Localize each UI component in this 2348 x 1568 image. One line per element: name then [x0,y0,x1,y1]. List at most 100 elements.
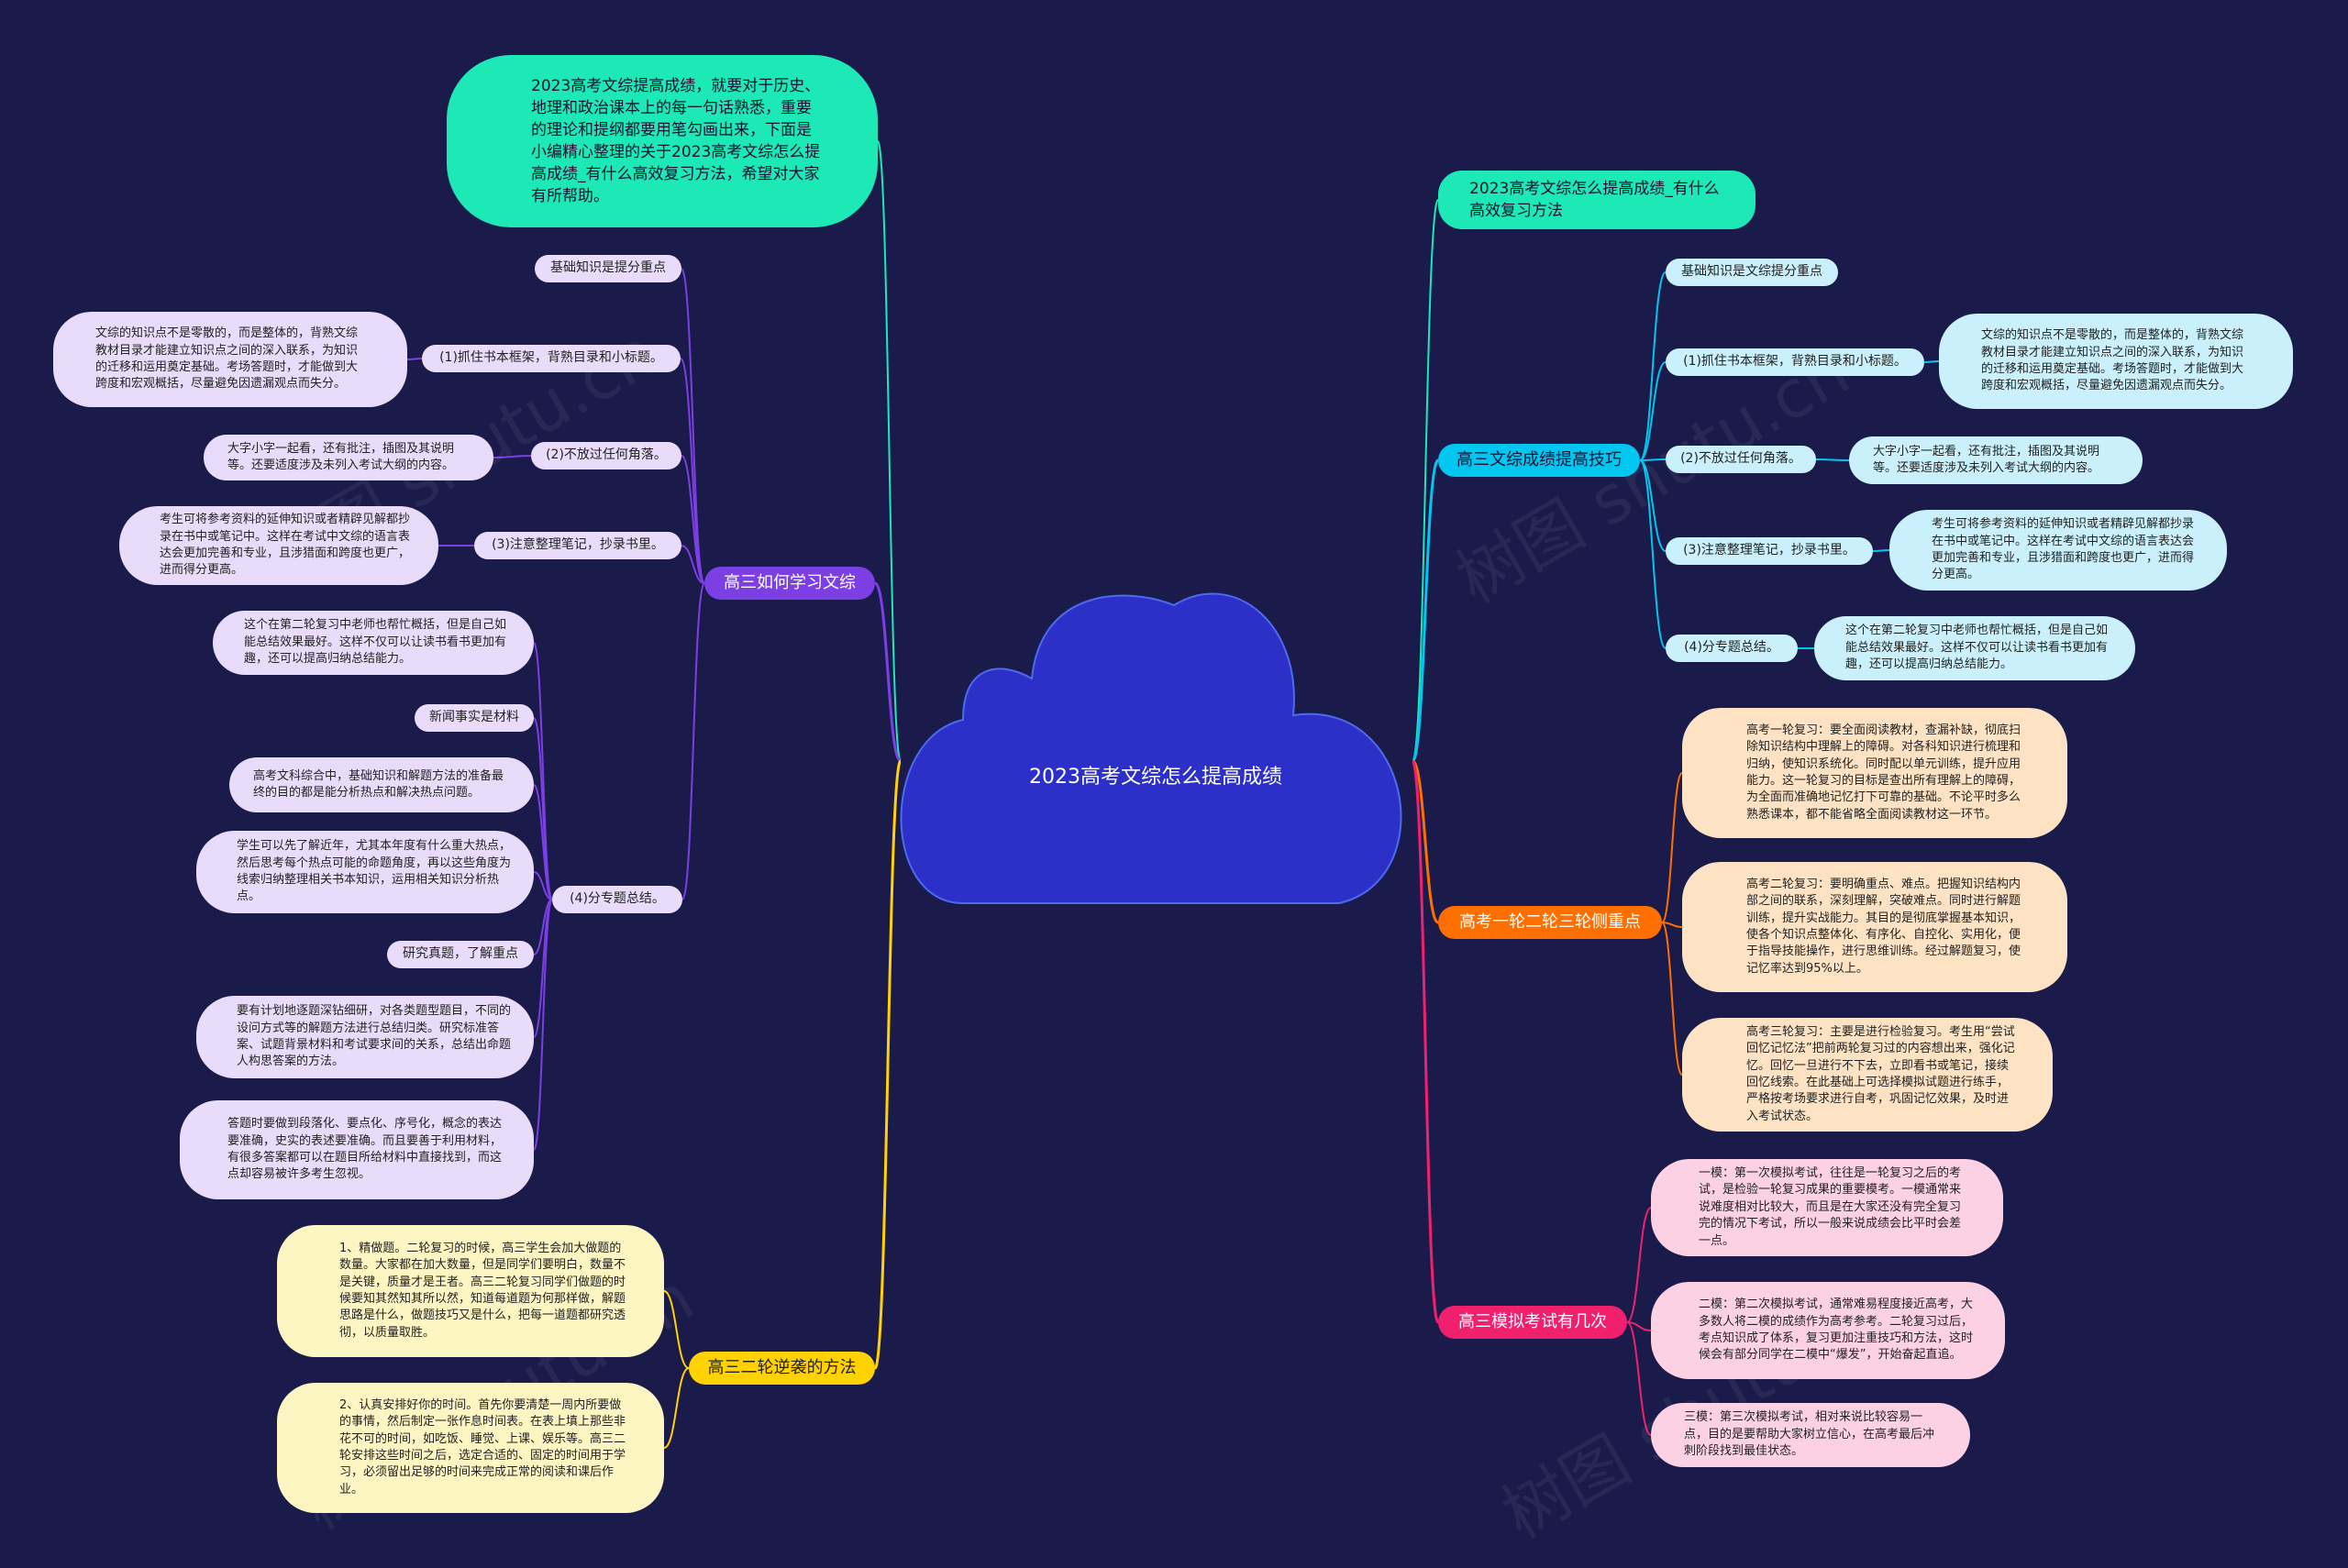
connector-line [680,358,705,584]
study-item-1[interactable]: (1)抓住书本框架，背熟目录和小标题。 [422,345,681,372]
study-detail-1[interactable]: 文综的知识点不是零散的，而是整体的，背熟文综教材目录才能建立知识点之间的深入联系… [53,312,407,407]
mock-item-2-text: 三模：第三次模拟考试，相对来说比较容易一点，目的是要帮助大家树立信心，在高考最后… [1684,1410,1935,1459]
study-item-0-label: 基础知识是提分重点 [550,260,666,276]
study-item-1-label: (1)抓住书本框架，背熟目录和小标题。 [439,350,663,366]
connector-line [873,759,903,1370]
study-item-3[interactable]: (3)注意整理笔记，抄录书里。 [474,532,681,559]
skill-item-4[interactable]: (4)分专题总结。 [1666,635,1798,662]
study-topic-2-text: 高考文科综合中，基础知识和解题方法的准备最终的目的都是能分析热点和解决热点问题。 [253,768,504,800]
skill-detail-1[interactable]: 文综的知识点不是零散的，而是整体的，背熟文综教材目录才能建立知识点之间的深入联系… [1939,314,2293,409]
branch-rounds[interactable]: 高考一轮二轮三轮侧重点 [1438,906,1662,939]
connector-line [533,871,553,900]
connector-line [1639,459,1667,552]
study-detail-1-text: 文综的知识点不是零散的，而是整体的，背熟文综教材目录才能建立知识点之间的深入联系… [95,326,359,392]
study-detail-3[interactable]: 考生可将参考资料的延伸知识或者精辟见解都抄录在书中或笔记中。这样在考试中文综的语… [119,506,438,585]
connector-line [1411,458,1440,763]
method-item-0-text: 1、精做题。二轮复习的时候，高三学生会加大做题的数量。大家都在加大数量，但是同学… [339,1241,626,1340]
study-topic-0[interactable]: 这个在第二轮复习中老师也帮忙概括，但是自己如能总结效果最好。这样不仅可以让读书看… [213,611,534,675]
rounds-item-2-text: 高考三轮复习：主要是进行检验复习。考生用“尝试回忆记忆法”把前两轮复习过的内容想… [1746,1024,2015,1123]
rounds-item-1-text: 高考二轮复习：要明确重点、难点。把握知识结构内部之间的联系，深刻理解，突破难点。… [1746,877,2021,976]
skill-item-2-label: (2)不放过任何角落。 [1680,451,1801,467]
study-detail-2[interactable]: 大字小字一起看，还有批注，插图及其说明等。还要适度涉及未列入考试大纲的内容。 [204,435,493,480]
branch-skill[interactable]: 高三文综成绩提高技巧 [1438,444,1640,477]
connector-line [1923,360,1940,363]
branch-study-label: 高三如何学习文综 [724,573,856,593]
study-item-3-label: (3)注意整理笔记，抄录书里。 [492,537,664,553]
connector-line [1626,1321,1652,1436]
mock-item-0[interactable]: 一模：第一次模拟考试，往往是一轮复习之后的考试，是检验一轮复习成果的重要模考。一… [1651,1159,2003,1256]
intro-node[interactable]: 2023高考文综提高成绩，就要对于历史、地理和政治课本上的每一句话熟悉，重要的理… [447,55,878,227]
study-topic-4[interactable]: 研究真题，了解重点 [387,941,534,968]
skill-detail-3[interactable]: 考生可将参考资料的延伸知识或者精辟见解都抄录在书中或笔记中。这样在考试中文综的语… [1889,510,2227,591]
method-item-1[interactable]: 2、认真安排好你的时间。首先你要清楚一周内所要做的事情，然后制定一张作息时间表。… [277,1383,664,1513]
intro-text: 2023高考文综提高成绩，就要对于历史、地理和政治课本上的每一句话熟悉，重要的理… [531,76,821,206]
branch-skill-label: 高三文综成绩提高技巧 [1456,450,1622,470]
center-title[interactable]: 2023高考文综怎么提高成绩 [1029,766,1282,789]
skill-detail-4-text: 这个在第二轮复习中老师也帮忙概括，但是自己如能总结效果最好。这样不仅可以让读书看… [1845,624,2109,672]
rounds-item-0-text: 高考一轮复习：要全面阅读教材，查漏补缺，彻底扫除知识结构中理解上的障碍。对各科知… [1746,723,2021,822]
connector-line [1872,549,1890,552]
study-topic-1[interactable]: 新闻事实是材料 [415,704,534,732]
skill-item-1[interactable]: (1)抓住书本框架，背熟目录和小标题。 [1666,348,1924,376]
study-item-4[interactable]: (4)分专题总结。 [552,886,682,913]
skill-item-3[interactable]: (3)注意整理笔记，抄录书里。 [1666,537,1873,565]
skill-item-2[interactable]: (2)不放过任何角落。 [1666,446,1816,473]
skill-detail-2[interactable]: 大字小字一起看，还有批注，插图及其说明等。还要适度涉及未列入考试大纲的内容。 [1849,436,2143,484]
rounds-item-1[interactable]: 高考二轮复习：要明确重点、难点。把握知识结构内部之间的联系，深刻理解，突破难点。… [1682,862,2067,992]
study-item-4-label: (4)分专题总结。 [570,891,665,907]
connector-line [681,582,705,900]
connector-line [681,545,705,584]
connector-line [1815,458,1850,461]
skill-item-0[interactable]: 基础知识是文综提分重点 [1666,259,1838,286]
study-item-2[interactable]: (2)不放过任何角落。 [531,442,681,469]
study-topic-3-text: 学生可以先了解近年，尤其本年度有什么重大热点，然后思考每个热点可能的命题角度，再… [237,839,512,904]
right-title-node[interactable]: 2023高考文综怎么提高成绩_有什么高效复习方法 [1438,171,1755,229]
connector-line [663,1367,690,1449]
study-topic-1-text: 新闻事实是材料 [429,710,519,725]
study-detail-2-text: 大字小字一起看，还有批注，插图及其说明等。还要适度涉及未列入考试大纲的内容。 [227,441,455,472]
mock-item-2[interactable]: 三模：第三次模拟考试，相对来说比较容易一点，目的是要帮助大家树立信心，在高考最后… [1651,1403,1970,1467]
skill-detail-2-text: 大字小字一起看，还有批注，插图及其说明等。还要适度涉及未列入考试大纲的内容。 [1873,444,2100,475]
mock-item-0-text: 一模：第一次模拟考试，往往是一轮复习之后的考试，是检验一轮复习成果的重要模考。一… [1699,1165,1962,1248]
skill-detail-3-text: 考生可将参考资料的延伸知识或者精辟见解都抄录在书中或笔记中。这样在考试中文综的语… [1932,517,2195,582]
study-topic-6-text: 答题时要做到段落化、要点化、序号化，概念的表达要准确，史实的表述要准确。而且要善… [227,1117,503,1182]
skill-item-0-label: 基础知识是文综提分重点 [1681,264,1822,280]
study-item-0[interactable]: 基础知识是提分重点 [535,255,681,282]
branch-method[interactable]: 高三二轮逆袭的方法 [689,1352,875,1385]
branch-study[interactable]: 高三如何学习文综 [704,567,875,600]
connector-line [877,140,902,762]
connector-line [1639,458,1667,461]
study-topic-6[interactable]: 答题时要做到段落化、要点化、序号化，概念的表达要准确，史实的表述要准确。而且要善… [180,1100,534,1199]
study-topic-4-text: 研究真题，了解重点 [403,946,518,962]
study-topic-3[interactable]: 学生可以先了解近年，尤其本年度有什么重大热点，然后思考每个热点可能的命题角度，再… [196,831,534,913]
branch-rounds-label: 高考一轮二轮三轮侧重点 [1459,912,1641,933]
rounds-item-2[interactable]: 高考三轮复习：主要是进行检验复习。考生用“尝试回忆记忆法”把前两轮复习过的内容想… [1682,1018,2053,1132]
method-item-0[interactable]: 1、精做题。二轮复习的时候，高三学生会加大做题的数量。大家都在加大数量，但是同学… [277,1225,664,1357]
study-topic-0-text: 这个在第二轮复习中老师也帮忙概括，但是自己如能总结效果最好。这样不仅可以让读书看… [244,618,507,667]
connector-line [681,455,705,584]
center-cloud-shape [900,592,1402,904]
skill-detail-1-text: 文综的知识点不是零散的，而是整体的，背熟文综教材目录才能建立知识点之间的深入联系… [1981,328,2244,393]
connector-line [1626,1321,1652,1331]
study-item-2-label: (2)不放过任何角落。 [546,447,667,463]
branch-method-label: 高三二轮逆袭的方法 [707,1358,857,1378]
study-topic-5[interactable]: 要有计划地逐题深钻细研，对各类题型题目，不同的设问方式等的解题方法进行总结归类。… [196,996,534,1078]
study-topic-5-text: 要有计划地逐题深钻细研，对各类题型题目，不同的设问方式等的解题方法进行总结归类。… [237,1004,512,1069]
connector-line [1661,922,1683,1076]
right-title-text: 2023高考文综怎么提高成绩_有什么高效复习方法 [1469,179,1720,220]
connector-line [873,581,903,763]
connector-line [533,899,553,1151]
connector-line [681,268,705,584]
connector-line [1639,271,1667,461]
branch-mock[interactable]: 高三模拟考试有几次 [1438,1306,1627,1339]
connector-line [1411,759,1440,924]
branch-mock-label: 高三模拟考试有几次 [1458,1312,1607,1332]
connector-line [1412,199,1439,762]
study-topic-2[interactable]: 高考文科综合中，基础知识和解题方法的准备最终的目的都是能分析热点和解决热点问题。 [229,757,534,812]
skill-item-1-label: (1)抓住书本框架，背熟目录和小标题。 [1683,354,1907,370]
skill-detail-4[interactable]: 这个在第二轮复习中老师也帮忙概括，但是自己如能总结效果最好。这样不仅可以让读书看… [1814,616,2135,680]
rounds-item-0[interactable]: 高考一轮复习：要全面阅读教材，查漏补缺，彻底扫除知识结构中理解上的障碍。对各科知… [1682,708,2067,838]
mock-item-1[interactable]: 二模：第二次模拟考试，通常难易程度接近高考，大多数人将二模的成绩作为高考参考。二… [1651,1282,2005,1379]
connector-line [1639,459,1667,649]
